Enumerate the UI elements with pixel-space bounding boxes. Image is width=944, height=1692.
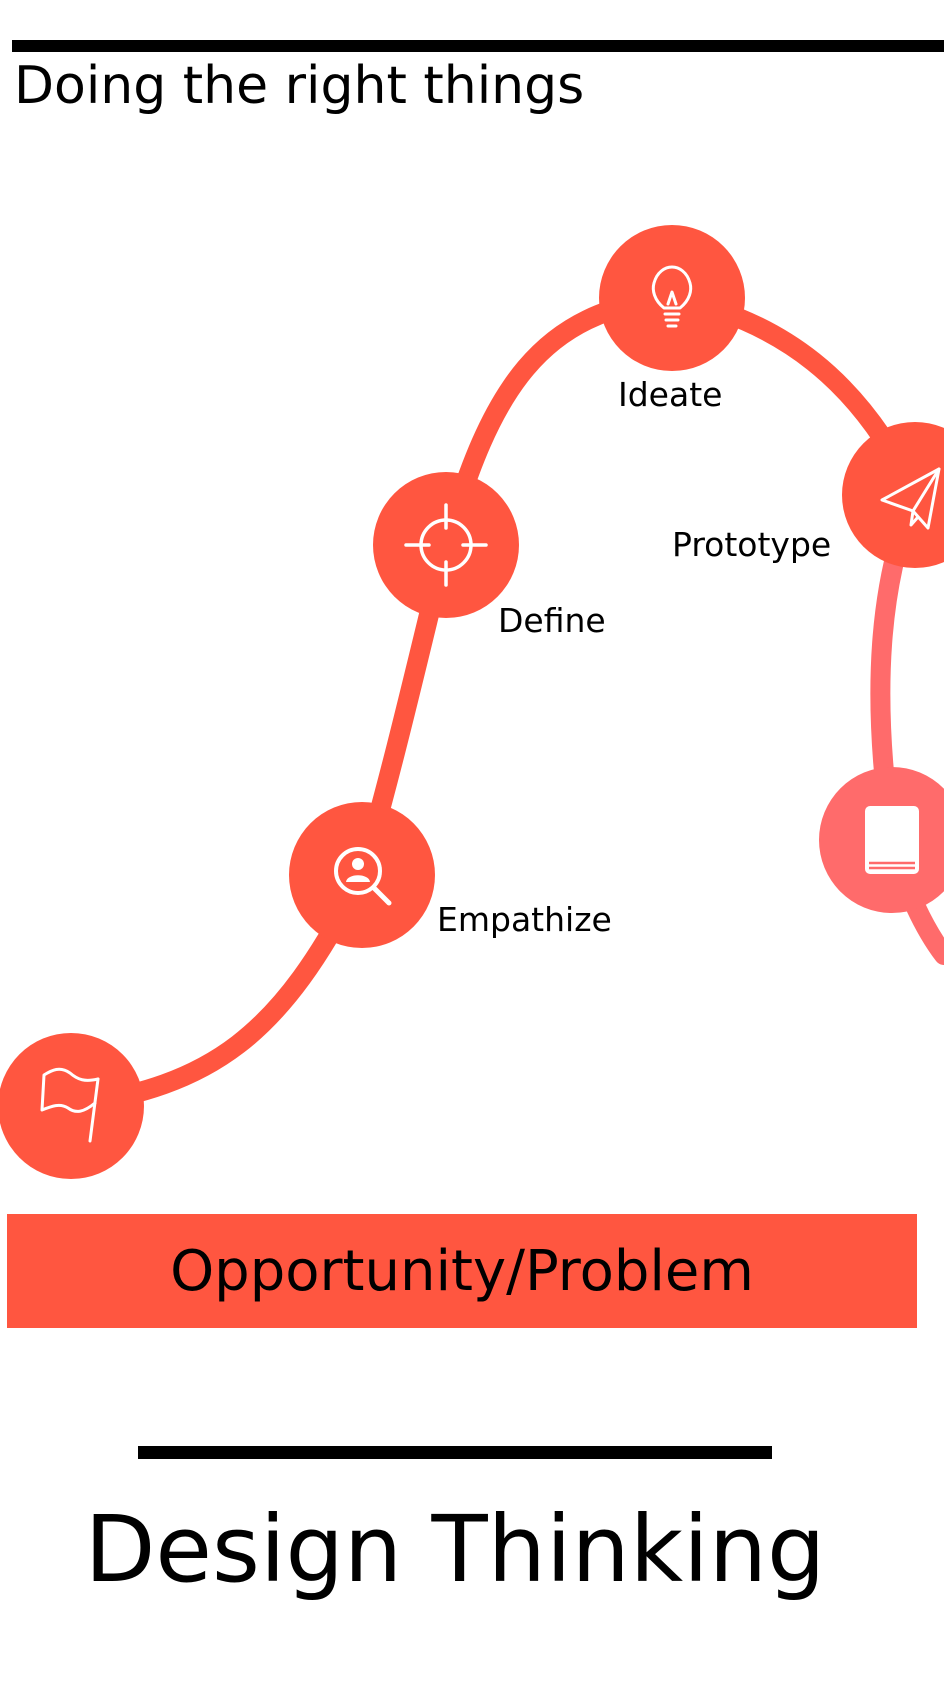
top-divider	[12, 40, 944, 52]
stage-define: Define	[373, 472, 606, 640]
stage-ideate: Ideate	[599, 225, 745, 414]
stage-label-prototype: Prototype	[672, 525, 831, 564]
book-icon	[865, 806, 919, 874]
header-title: Doing the right things	[14, 56, 585, 116]
stage-label-empathize: Empathize	[437, 900, 612, 939]
bottom-divider	[138, 1446, 772, 1459]
paper-plane-icon	[880, 467, 941, 530]
next-node	[819, 767, 944, 913]
stage-prototype: Prototype	[672, 422, 944, 568]
flag-icon	[40, 1067, 100, 1143]
crosshair-icon	[404, 503, 488, 587]
stage-label-define: Define	[498, 601, 606, 640]
start-node	[0, 1033, 144, 1179]
design-thinking-title: Design Thinking	[84, 1496, 826, 1603]
user-search-icon	[334, 847, 392, 906]
opportunity-problem-label: Opportunity/Problem	[170, 1238, 754, 1304]
stage-label-ideate: Ideate	[618, 375, 722, 414]
stage-empathize: Empathize	[289, 802, 612, 948]
lightbulb-icon	[651, 265, 693, 328]
opportunity-problem-bar: Opportunity/Problem	[7, 1214, 917, 1328]
